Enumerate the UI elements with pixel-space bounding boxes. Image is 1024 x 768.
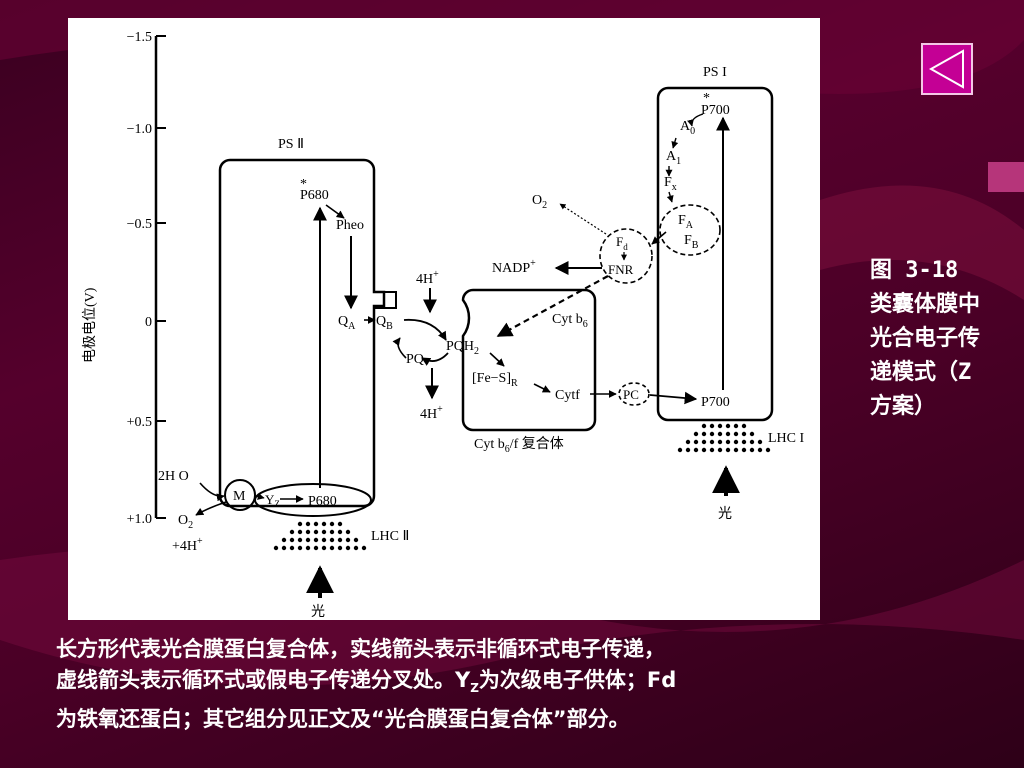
p680-ground: P680 xyxy=(308,494,337,509)
svg-text:2H O: 2H O xyxy=(158,469,189,484)
tick-label: −1.5 xyxy=(127,30,152,45)
svg-text:[Fe−S]R: [Fe−S]R xyxy=(472,371,518,389)
star: * xyxy=(300,177,307,192)
svg-text:4H+: 4H+ xyxy=(416,269,439,287)
svg-text:PS I: PS I xyxy=(703,65,727,80)
tick-label: −0.5 xyxy=(127,217,152,232)
lhcii-dots xyxy=(273,521,367,551)
lhci-dots xyxy=(677,423,771,453)
svg-text:NADP+: NADP+ xyxy=(492,258,536,276)
svg-text:*: * xyxy=(703,91,710,106)
axis-label: 电极电位(V) xyxy=(82,287,98,363)
svg-text:Cyt b6/f 复合体: Cyt b6/f 复合体 xyxy=(474,435,564,455)
psi-box xyxy=(656,86,774,422)
svg-text:PQ: PQ xyxy=(406,352,424,367)
svg-text:A1: A1 xyxy=(666,149,681,167)
tick-label: +1.0 xyxy=(127,512,152,527)
fa-fb-ellipse xyxy=(659,204,721,256)
svg-text:YZ: YZ xyxy=(265,492,280,509)
svg-text:QA: QA xyxy=(338,314,356,332)
tick-label: −1.0 xyxy=(127,122,152,137)
svg-text:PQH2: PQH2 xyxy=(446,339,479,357)
svg-text:光: 光 xyxy=(718,506,732,522)
svg-text:QB: QB xyxy=(376,314,393,332)
svg-text:LHC I: LHC I xyxy=(768,431,805,446)
svg-text:Fd: Fd xyxy=(616,234,628,252)
svg-text:光: 光 xyxy=(311,604,325,620)
bottom-caption: 长方形代表光合膜蛋白复合体，实线箭头表示非循环式电子传递， 虚线箭头表示循环式或… xyxy=(56,637,677,732)
axis-ticks: −1.5 −1.0 −0.5 0 +0.5 +1.0 xyxy=(127,30,166,527)
back-button[interactable] xyxy=(921,43,973,95)
psii-box xyxy=(218,158,386,508)
p680-excited: P680 xyxy=(300,188,329,203)
svg-text:Cytf: Cytf xyxy=(555,388,580,403)
svg-text:Fx: Fx xyxy=(664,175,677,193)
svg-text:+4H+: +4H+ xyxy=(172,536,203,554)
m-circle xyxy=(224,479,256,511)
svg-text:P700: P700 xyxy=(701,103,730,118)
side-caption: 图 3-18 类囊体膜中光合电子传递模式（Z方案） xyxy=(870,258,981,419)
svg-text:O2: O2 xyxy=(178,513,193,531)
psii-label: PS Ⅱ xyxy=(278,137,304,152)
svg-text:M: M xyxy=(233,489,246,504)
svg-text:PC: PC xyxy=(623,387,639,402)
cyt-b6f-box xyxy=(461,288,597,432)
svg-text:4H+: 4H+ xyxy=(420,404,443,422)
tick-label: +0.5 xyxy=(127,415,152,430)
svg-text:P700: P700 xyxy=(701,395,730,410)
back-triangle-icon xyxy=(928,49,964,89)
pheo: Pheo xyxy=(336,218,364,233)
svg-text:Cyt b6: Cyt b6 xyxy=(552,312,588,330)
z-scheme-figure: −1.5 −1.0 −0.5 0 +0.5 +1.0 电极电位(V) PS Ⅱ … xyxy=(68,18,820,620)
psii-notch xyxy=(374,291,397,309)
pc-ellipse xyxy=(618,382,650,406)
tick-label: 0 xyxy=(145,315,152,330)
svg-text:LHC Ⅱ: LHC Ⅱ xyxy=(371,529,409,544)
svg-text:A0: A0 xyxy=(680,119,695,137)
svg-text:FA: FA xyxy=(678,213,694,231)
fd-fnr-ellipse xyxy=(599,228,653,284)
decorative-stripe xyxy=(988,162,1024,192)
svg-text:O2: O2 xyxy=(532,193,547,211)
svg-text:FB: FB xyxy=(684,233,699,251)
potential-axis: −1.5 −1.0 −0.5 0 +0.5 +1.0 电极电位(V) xyxy=(82,30,166,527)
svg-text:FNR: FNR xyxy=(608,262,634,277)
